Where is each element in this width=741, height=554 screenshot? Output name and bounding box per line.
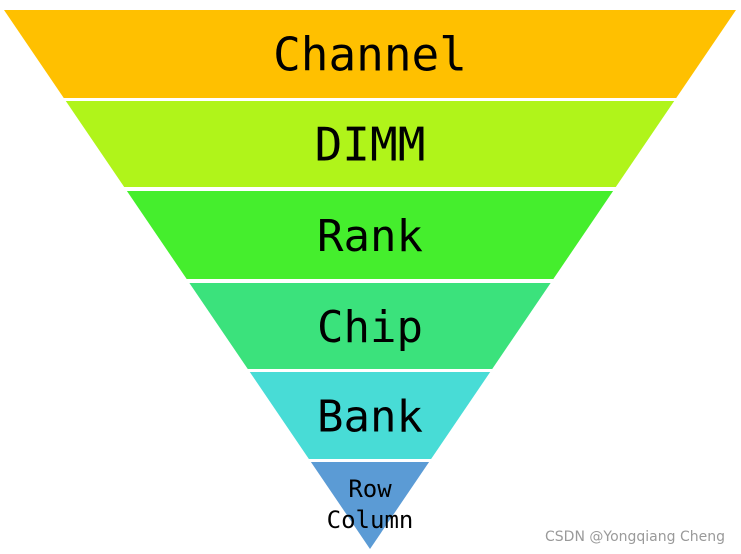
layer-label-chip: Chip [317,302,423,353]
watermark: CSDN @Yongqiang Cheng [545,529,725,545]
funnel-layer-bank [249,372,491,459]
funnel-layer-channel [4,10,736,98]
layer-label-rank: Rank [317,211,423,262]
funnel-layer-dimm [65,101,675,187]
funnel-layer-chip [189,283,551,369]
layer-label-row: Row [348,475,392,503]
funnel-layer-row [310,462,430,549]
layer-label-dimm: DIMM [315,118,426,172]
layer-label-channel: Channel [273,28,467,82]
layer-label-bank: Bank [317,391,423,442]
layer-label-column: Column [327,506,414,534]
funnel-layer-rank [126,191,614,279]
